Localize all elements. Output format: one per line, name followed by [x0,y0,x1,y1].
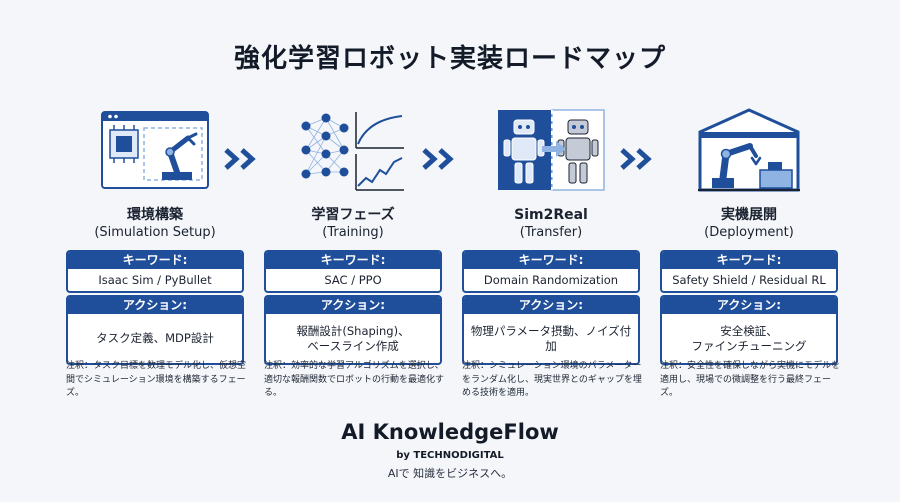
stage-note: 注釈：タスク目標を数理モデル化し、仮想空間でシミュレーション環境を構築するフェー… [66,361,247,398]
stage-name: 実機展開 [721,207,777,223]
brand-name: AI KnowledgeFlow [341,420,559,444]
brand-byline: by TECHNODIGITAL [396,450,504,461]
keyword-header: キーワード: [464,252,638,269]
keyword-value: SAC / PPO [324,272,382,287]
action-box: アクション: 安全検証、 ファインチューニング [660,295,838,365]
stage-simulation-setup: 環境構築 (Simulation Setup) [64,108,246,242]
action-header: アクション: [68,297,242,314]
action-value: 報酬設計(Shaping)、 ベースライン作成 [266,314,440,363]
keyword-box: キーワード: Isaac Sim / PyBullet [66,250,244,293]
double-chevron-right-icon [620,148,652,170]
action-box: アクション: 物理パラメータ摂動、ノイズ付加 [462,295,640,365]
action-box: アクション: タスク定義、MDP設計 [66,295,244,365]
stage-note: 注釈：効率的な学習アルゴリズムを選択し、適切な報酬関数でロボットの行動を最適化す… [264,361,445,398]
keyword-value: Safety Shield / Residual RL [672,272,826,287]
action-value: タスク定義、MDP設計 [68,314,242,363]
stage-subtitle: (Deployment) [704,225,794,240]
action-header: アクション: [266,297,440,314]
keyword-value: Isaac Sim / PyBullet [98,272,212,287]
stage-subtitle: (Transfer) [519,225,583,240]
simulation-setup-icon [100,108,210,192]
keyword-box: キーワード: SAC / PPO [264,250,442,293]
action-box: アクション: 報酬設計(Shaping)、 ベースライン作成 [264,295,442,365]
keyword-header: キーワード: [662,252,836,269]
action-header: アクション: [464,297,638,314]
stage-name: 学習フェーズ [311,207,395,223]
stage-subtitle: (Simulation Setup) [94,225,216,240]
action-line: 安全検証、 [720,323,778,338]
action-line: ベースライン作成 [307,338,399,353]
stage-name: Sim2Real [514,207,588,223]
keyword-header: キーワード: [266,252,440,269]
factory-robot-arm-icon [694,108,804,192]
action-line: ファインチューニング [691,338,807,353]
action-value: 物理パラメータ摂動、ノイズ付加 [464,314,638,363]
double-chevron-right-icon [224,148,256,170]
keyword-value: Domain Randomization [483,272,619,287]
stage-subtitle: (Training) [322,225,384,240]
stage-sim2real: Sim2Real (Transfer) [460,108,642,242]
stage-note: 注釈：安全性を確保しながら実機にモデルを適用し、現場での微調整を行う最終フェーズ… [660,361,841,398]
brand-tagline: AIで 知識をビジネスへ。 [387,467,513,480]
stage-training: 学習フェーズ (Training) [262,108,444,242]
action-line: 報酬設計(Shaping)、 [296,323,410,338]
stage-deployment: 実機展開 (Deployment) [658,108,840,242]
keyword-header: キーワード: [68,252,242,269]
keyword-box: キーワード: Domain Randomization [462,250,640,293]
neural-network-chart-icon [298,108,408,192]
action-line: タスク定義、MDP設計 [96,331,214,345]
action-line: 物理パラメータ摂動、ノイズ付加 [470,323,632,353]
action-header: アクション: [662,297,836,314]
page-title: 強化学習ロボット実装ロードマップ [233,44,666,74]
double-chevron-right-icon [422,148,454,170]
action-value: 安全検証、 ファインチューニング [662,314,836,363]
sim2real-robots-icon [496,108,606,192]
stage-note: 注釈：シミュレーション環境のパラメーターをランダム化し、現実世界とのギャップを埋… [462,361,642,398]
keyword-box: キーワード: Safety Shield / Residual RL [660,250,838,293]
stage-name: 環境構築 [127,207,183,223]
